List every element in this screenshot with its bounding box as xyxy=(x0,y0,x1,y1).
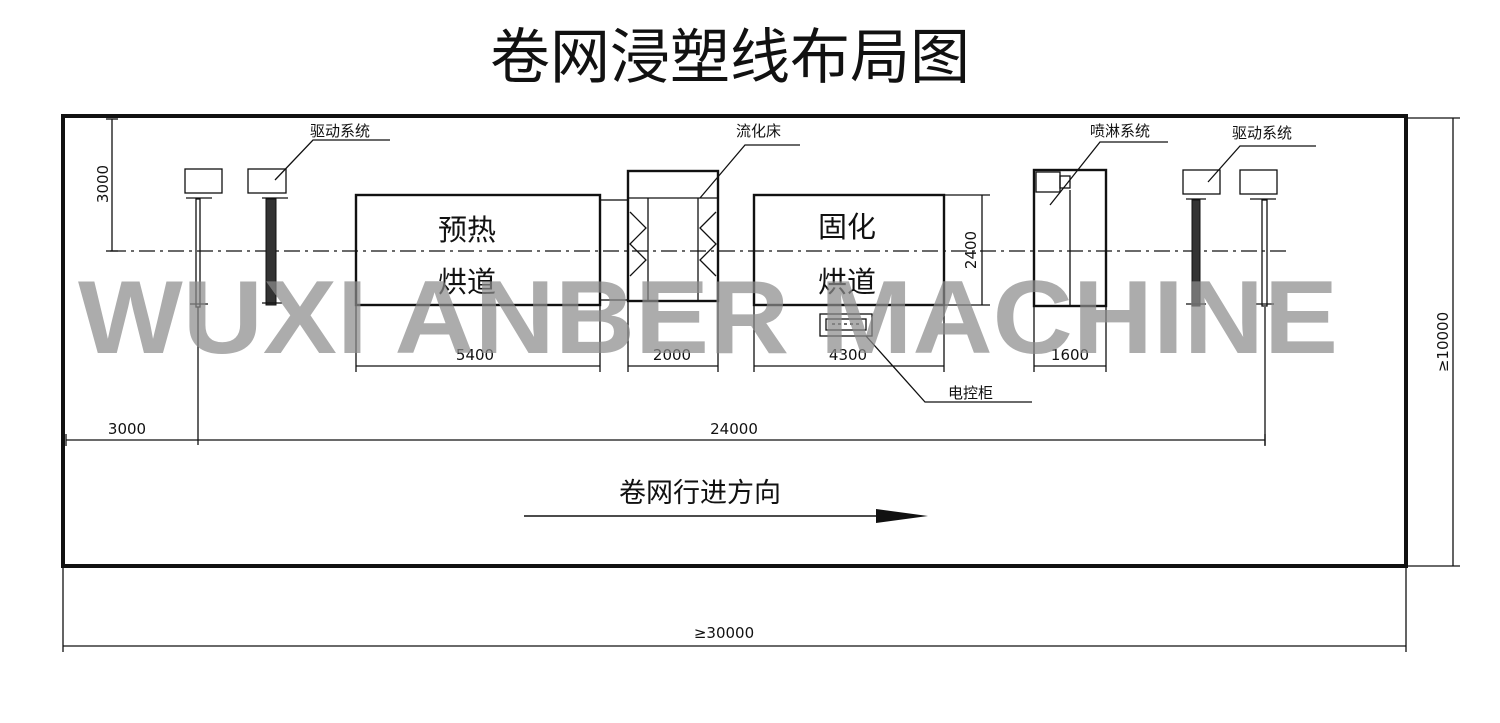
dimension-10000: ≥10000 xyxy=(1408,117,1460,567)
dimension-2000-label: 2000 xyxy=(653,346,691,364)
control-cabinet: 电控柜 xyxy=(819,313,1032,403)
travel-direction-label: 卷网行进方向 xyxy=(619,478,781,509)
page-title: 卷网浸塑线布局图 xyxy=(490,23,970,93)
dimension-24000-label: 24000 xyxy=(710,420,758,438)
curing-oven-label-2: 烘道 xyxy=(818,265,876,299)
direction-arrow-icon xyxy=(876,509,928,523)
equipment-dimensions: 5400 2000 4300 1600 xyxy=(355,301,1107,372)
control-cabinet-label: 电控柜 xyxy=(948,384,993,402)
preheat-oven: 预热 烘道 xyxy=(354,193,629,307)
drive-system-left-label: 驱动系统 xyxy=(310,122,370,140)
spray-system: 喷淋系统 xyxy=(1032,122,1168,308)
drive-system-right-label: 驱动系统 xyxy=(1232,124,1292,142)
dimension-4300-label: 4300 xyxy=(829,346,867,364)
curing-oven: 固化 烘道 xyxy=(752,193,946,307)
dimension-2400: 2400 xyxy=(944,194,990,306)
spray-system-label: 喷淋系统 xyxy=(1090,122,1150,140)
dimension-30000: ≥30000 xyxy=(62,568,1407,652)
dimension-3000-vertical: 3000 xyxy=(94,118,118,252)
preheat-oven-label-1: 预热 xyxy=(438,213,496,247)
dimension-10000-label: ≥10000 xyxy=(1434,312,1452,372)
dimension-3000-horizontal-label: 3000 xyxy=(108,420,146,438)
travel-direction: 卷网行进方向 xyxy=(524,478,928,523)
curing-oven-label-1: 固化 xyxy=(818,210,876,244)
dimension-30000-label: ≥30000 xyxy=(694,624,754,642)
dimension-2400-label: 2400 xyxy=(962,231,980,269)
dimension-5400-label: 5400 xyxy=(456,346,494,364)
drive-system-left: 驱动系统 xyxy=(184,122,390,445)
preheat-oven-label-2: 烘道 xyxy=(438,265,496,299)
dimension-1600-label: 1600 xyxy=(1051,346,1089,364)
fluidized-bed: 流化床 xyxy=(626,122,800,303)
fluidized-bed-label: 流化床 xyxy=(736,122,781,140)
line-length-dimensions: 3000 24000 xyxy=(65,420,1266,446)
watermark: WUXI ANBER MACHINE xyxy=(78,260,1338,376)
drive-system-right: 驱动系统 xyxy=(1182,124,1316,445)
dimension-3000-vertical-label: 3000 xyxy=(94,165,112,203)
plant-boundary xyxy=(61,114,1408,568)
